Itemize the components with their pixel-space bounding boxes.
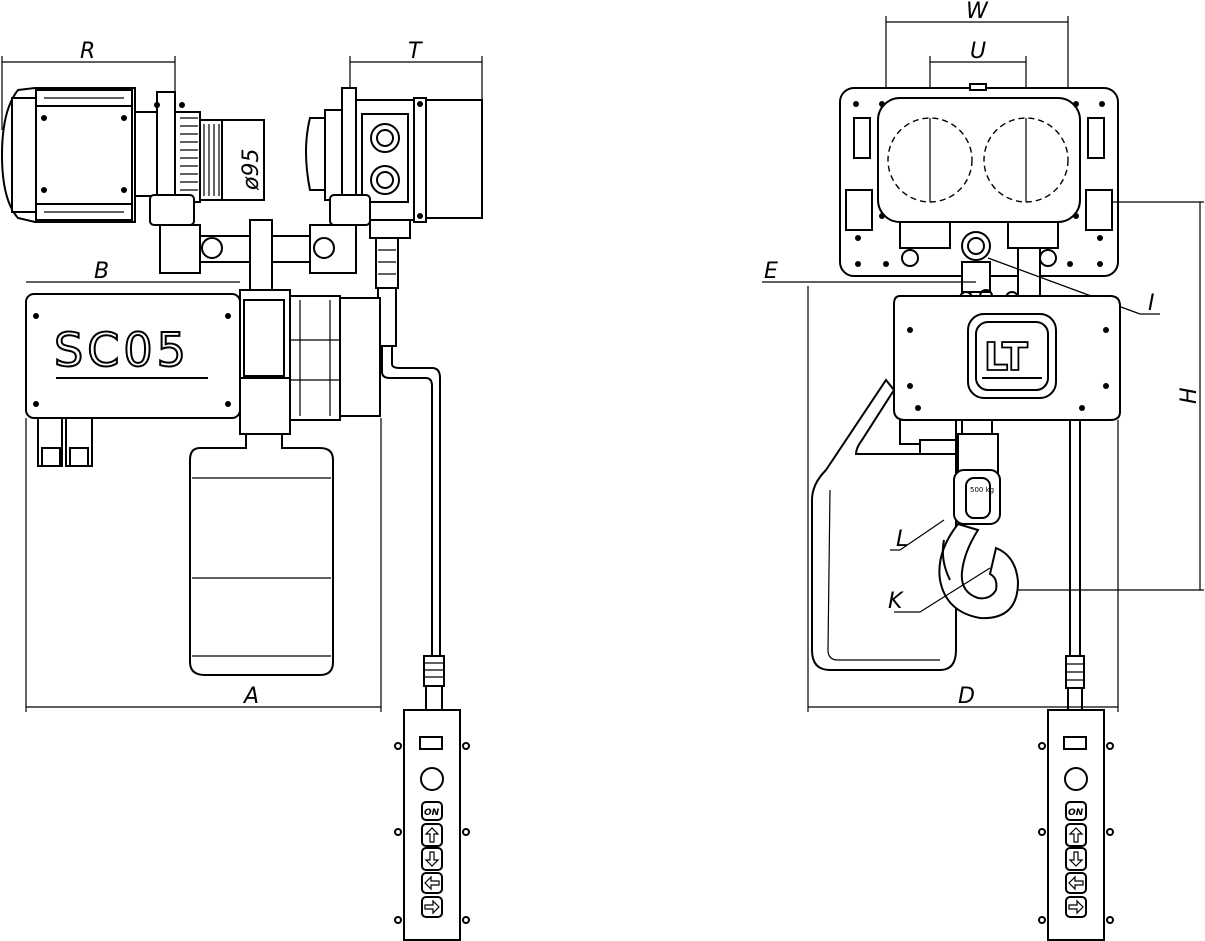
pendant-left-right-button[interactable]	[421, 896, 443, 918]
pendant-right-down-button[interactable]	[1065, 847, 1087, 871]
hook-block: 500 kg	[938, 419, 1020, 620]
dimension-H: H	[1018, 201, 1204, 591]
dimension-label-I: I	[1148, 291, 1155, 316]
capacity-tag: 500 kg	[970, 486, 994, 494]
pendant-right-up-button[interactable]	[1065, 823, 1087, 847]
dimension-T: T	[349, 39, 483, 100]
dimension-label-H: H	[1177, 387, 1202, 404]
svg-text:ON: ON	[1068, 808, 1084, 818]
dimension-R: R	[1, 39, 176, 130]
leader-L: L	[890, 519, 945, 552]
dimension-label-T: T	[408, 39, 423, 64]
dimension-label-W: W	[966, 0, 989, 24]
hoist-body: SC05	[25, 289, 381, 467]
dimension-label-K: K	[888, 589, 904, 614]
dimension-B: B	[26, 259, 240, 284]
pendant-right-left-button[interactable]	[1065, 872, 1087, 894]
dimension-D: D	[808, 420, 1119, 712]
pendant-right-right-button[interactable]	[1065, 896, 1087, 918]
chain-bag-front	[811, 378, 957, 671]
dimension-E: E	[762, 259, 976, 712]
dimension-label-B: B	[94, 259, 109, 284]
hoist-front-body: LT	[893, 295, 1121, 421]
dimension-label-D: D	[958, 684, 975, 709]
pendant-left-down-button[interactable]	[421, 847, 443, 871]
svg-text:ON: ON	[424, 808, 440, 818]
dimension-label-L: L	[896, 527, 908, 552]
dimension-label-A: A	[242, 684, 259, 709]
pendant-right-on-button[interactable]: ON	[1065, 801, 1087, 821]
side-view: R T	[0, 39, 483, 941]
dimension-label-R: R	[80, 39, 95, 64]
cable-front	[1065, 420, 1085, 711]
dimension-label-U: U	[970, 39, 986, 64]
brand-logo: LT	[984, 335, 1028, 379]
cable-side	[375, 237, 445, 711]
dimension-W: W	[885, 0, 1069, 150]
leader-K: K	[888, 567, 991, 614]
model-plate-text: SC05	[54, 323, 190, 377]
trolley-front	[839, 83, 1119, 309]
pendant-left-on-button[interactable]: ON	[421, 801, 443, 821]
pendant-right[interactable]: ON	[1038, 709, 1114, 941]
chain-bag	[189, 433, 334, 676]
trolley-axle	[149, 194, 411, 291]
pendant-left-left-button[interactable]	[421, 872, 443, 894]
dimension-label-E: E	[764, 259, 778, 284]
pendant-left-up-button[interactable]	[421, 823, 443, 847]
diameter-label: ø95	[239, 149, 264, 191]
pendant-left[interactable]: ON	[394, 709, 470, 941]
dimension-A: A	[25, 418, 382, 712]
front-view: W U	[762, 0, 1204, 941]
trolley-motor: ø95	[0, 87, 265, 223]
